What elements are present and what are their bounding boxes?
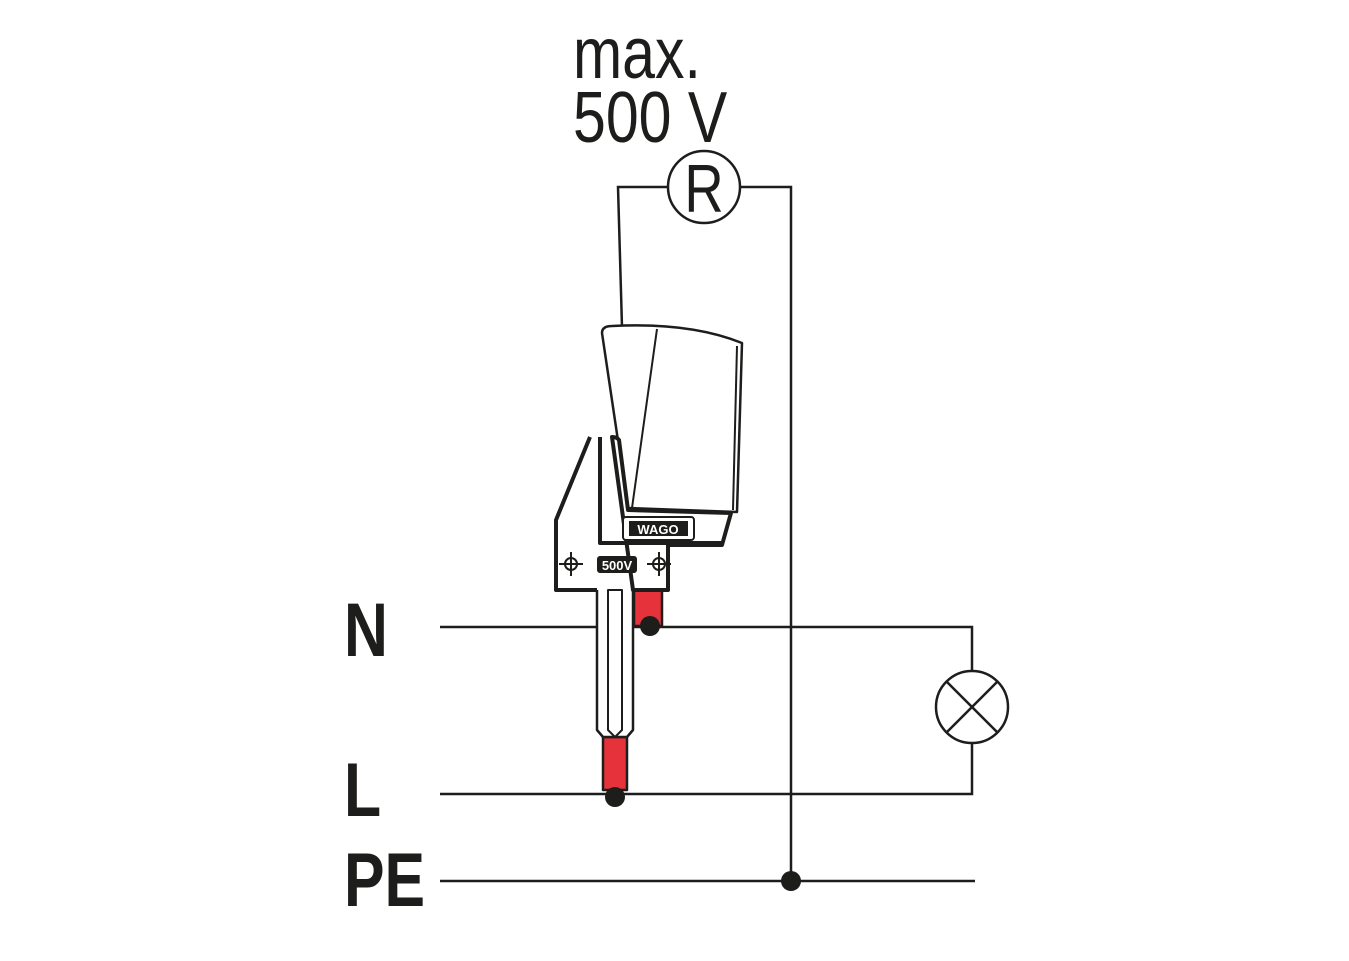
lamp-icon [934,669,1010,745]
crosshair-screw-right [647,552,671,576]
rating-label: 500V [602,558,633,573]
line-label: L [344,748,381,833]
meter-lead-right [740,185,793,881]
neutral-label: N [344,588,388,673]
crosshair-screw-left [559,552,583,576]
resistance-meter-symbol [666,149,742,225]
brand-logo: WAGO [637,522,678,537]
meter-lead-left [616,185,668,328]
pe-label: PE [344,838,425,923]
neutral-conductor [440,625,974,671]
neutral-contact-dot [640,616,660,636]
line-contact-dot [605,787,625,807]
voltage-tester-device [554,324,744,792]
meter-symbol-label: R [684,151,723,227]
line-conductor [440,743,974,796]
voltage-label: 500 V [573,76,727,157]
max-label: max. [573,12,701,93]
line-probe-tip [601,735,629,792]
pe-junction-dot [781,871,801,891]
